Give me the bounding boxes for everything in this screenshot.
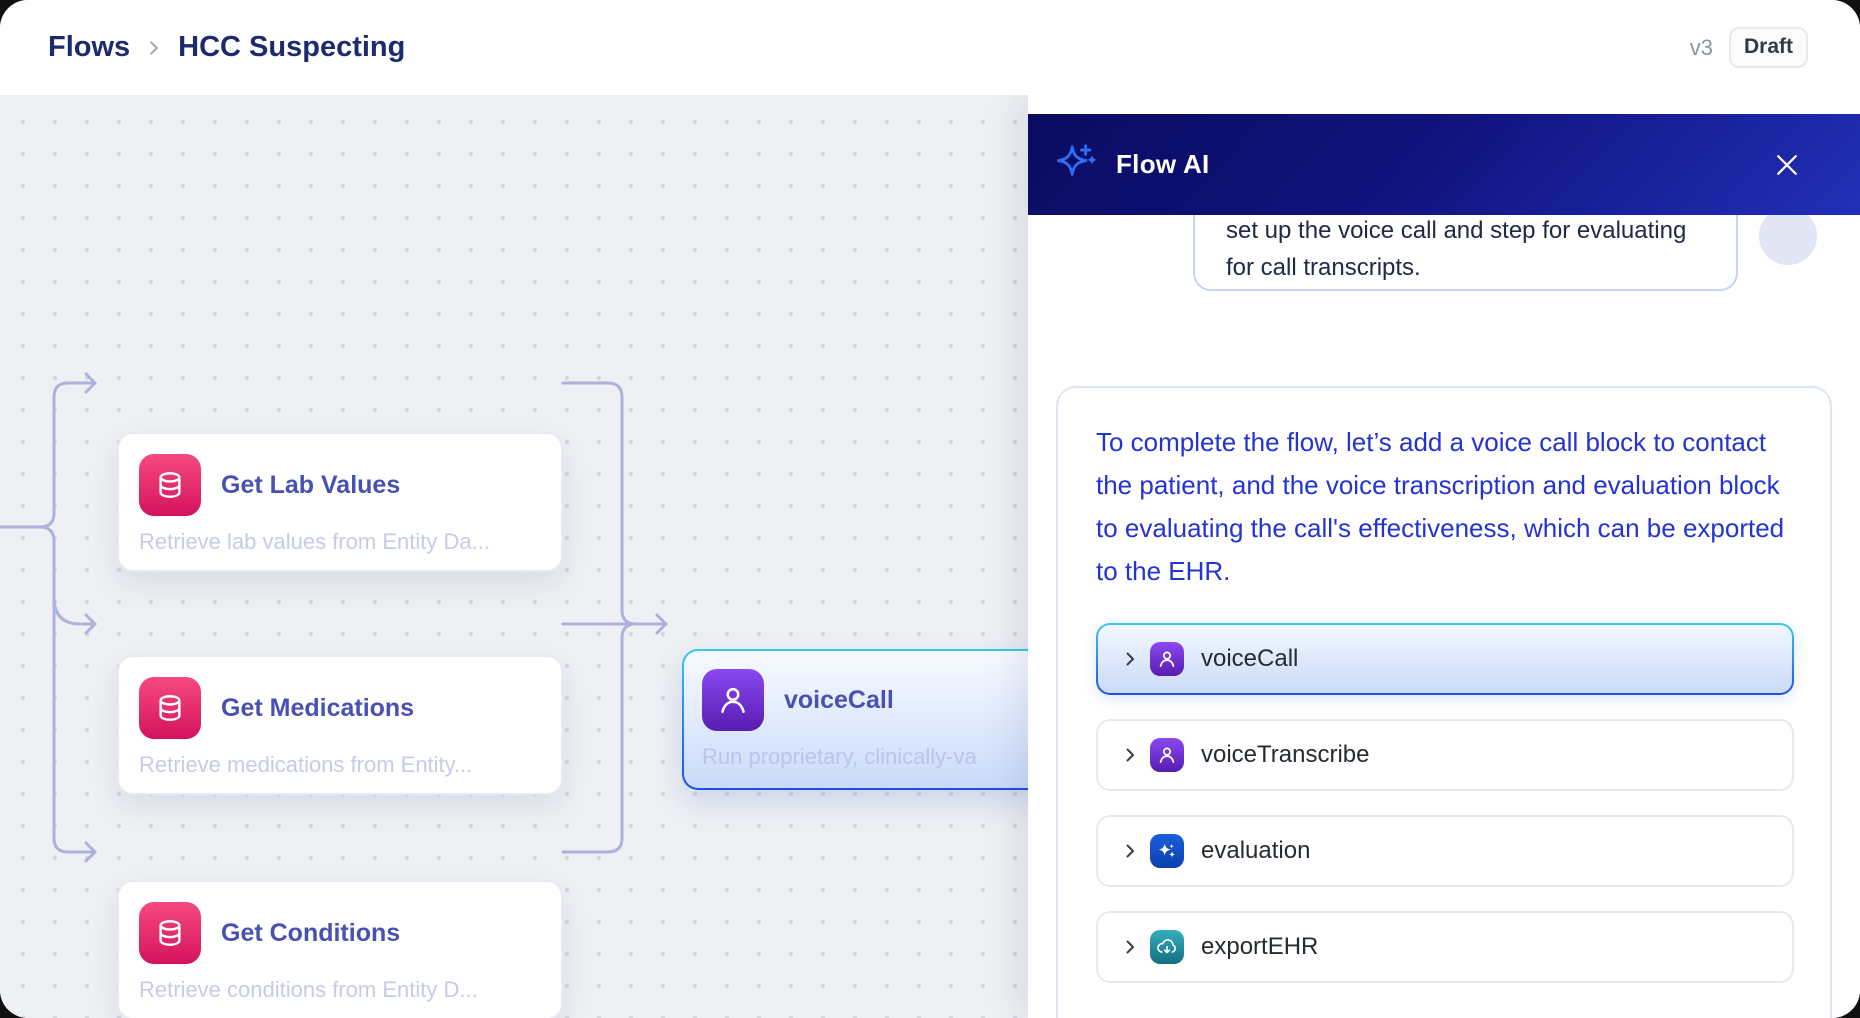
chevron-right-icon — [1120, 937, 1140, 957]
person-icon — [1150, 642, 1184, 676]
flow-ai-panel: set up the voice call and step for evalu… — [1028, 95, 1860, 1018]
flow-edges — [0, 372, 668, 863]
chevron-right-icon — [1120, 745, 1140, 765]
sparkle-icon — [1054, 142, 1100, 188]
chevron-right-icon — [1120, 649, 1140, 669]
database-icon — [139, 454, 201, 516]
block-label: exportEHR — [1201, 933, 1319, 960]
node-get-conditions[interactable]: Get Conditions Retrieve conditions from … — [117, 880, 563, 1018]
avatar — [1759, 207, 1817, 265]
node-subtitle: Retrieve medications from Entity... — [139, 752, 473, 777]
block-label: voiceCall — [1201, 645, 1299, 672]
block-item-voicecall[interactable]: voiceCall — [1096, 623, 1794, 695]
block-item-evaluation[interactable]: evaluation — [1096, 815, 1794, 887]
node-get-lab-values[interactable]: Get Lab Values Retrieve lab values from … — [117, 432, 563, 572]
breadcrumb-flows[interactable]: Flows — [48, 31, 131, 63]
user-message-text: set up the voice call and step for evalu… — [1226, 217, 1687, 281]
assistant-message-card: To complete the flow, let’s add a voice … — [1056, 386, 1832, 1018]
sparkles-icon — [1150, 834, 1184, 868]
suggested-block-list: voiceCall voiceTranscribe — [1096, 623, 1794, 983]
block-label: voiceTranscribe — [1201, 741, 1370, 768]
close-icon[interactable] — [1772, 150, 1802, 180]
version-label: v3 — [1689, 34, 1713, 60]
node-subtitle: Retrieve conditions from Entity D... — [139, 977, 478, 1002]
node-subtitle: Run proprietary, clinically-va — [702, 744, 977, 769]
breadcrumb: Flows HCC Suspecting — [48, 31, 405, 64]
node-title: voiceCall — [784, 685, 894, 714]
topbar-right: v3 Draft — [1690, 27, 1808, 68]
breadcrumb-current: HCC Suspecting — [178, 31, 406, 63]
block-item-exportehr[interactable]: exportEHR — [1096, 911, 1794, 983]
node-get-medications[interactable]: Get Medications Retrieve medications fro… — [117, 655, 563, 795]
node-title: Get Medications — [221, 693, 415, 722]
node-title: Get Lab Values — [221, 470, 401, 499]
node-subtitle: Retrieve lab values from Entity Da... — [139, 529, 490, 554]
chevron-right-icon — [1120, 841, 1140, 861]
panel-title: Flow AI — [1116, 149, 1210, 179]
chevron-right-icon — [144, 38, 164, 58]
draft-status-badge: Draft — [1728, 27, 1808, 68]
block-label: evaluation — [1201, 837, 1311, 864]
assistant-message-text: To complete the flow, let’s add a voice … — [1096, 427, 1785, 586]
topbar: Flows HCC Suspecting v3 Draft — [0, 0, 1860, 95]
database-icon — [139, 902, 201, 964]
cloud-export-icon — [1150, 930, 1184, 964]
block-item-voicetranscribe[interactable]: voiceTranscribe — [1096, 719, 1794, 791]
person-icon — [1150, 738, 1184, 772]
node-title: Get Conditions — [221, 918, 401, 947]
flow-ai-header: Flow AI — [1028, 114, 1860, 215]
person-icon — [702, 669, 764, 731]
database-icon — [139, 677, 201, 739]
